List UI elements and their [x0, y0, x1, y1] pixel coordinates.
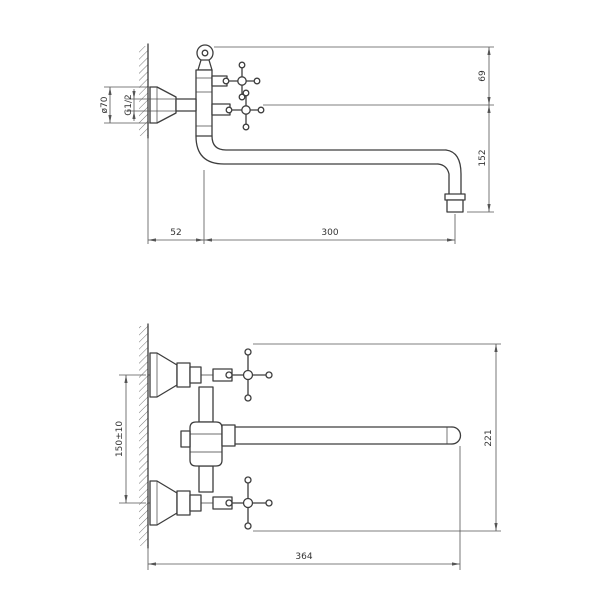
- dim-lower-height: 152: [467, 105, 494, 213]
- spout-nut: [221, 424, 236, 447]
- wall-escutcheon: [149, 86, 197, 124]
- dim-label-lower-height: 152: [478, 149, 488, 166]
- dim-overall-width: 364: [147, 446, 461, 570]
- dim-label-spout-reach: 300: [321, 228, 338, 238]
- dim-overall-height: 221: [253, 343, 501, 532]
- spout-front: [234, 426, 462, 445]
- side-view: ø70 G1/2 69 152 52: [100, 43, 494, 244]
- dim-label-thread-size: G1/2: [124, 94, 134, 115]
- escutcheon-top: [149, 352, 178, 398]
- dim-label-inlet-centers: 150±10: [115, 421, 125, 457]
- aerator: [446, 199, 464, 213]
- wall: [139, 43, 149, 139]
- dim-wall-offset: 52: [147, 138, 205, 244]
- cross-handle-upper: [211, 61, 261, 101]
- body-column: [180, 386, 236, 493]
- dim-upper-height: 69: [214, 46, 494, 106]
- aerator-flange: [444, 193, 466, 201]
- dim-label-wall-offset: 52: [170, 228, 181, 238]
- spout-side: [195, 135, 466, 213]
- wall: [139, 323, 149, 549]
- faucet-body: [195, 69, 213, 137]
- dim-label-flange-diameter: ø70: [100, 96, 110, 113]
- front-view: 150±10 221 364: [115, 323, 501, 570]
- diverter-knob: [180, 430, 191, 448]
- cross-handle-lower: [211, 89, 265, 131]
- dim-spout-reach: 300: [204, 214, 456, 244]
- dim-label-overall-width: 364: [295, 552, 312, 562]
- inlet-top: [149, 348, 273, 402]
- dim-label-overall-height: 221: [484, 429, 494, 446]
- diverter-body: [189, 421, 223, 467]
- dim-thread-size: G1/2: [124, 89, 176, 121]
- dim-label-upper-height: 69: [478, 70, 488, 82]
- shower-holder: [196, 44, 214, 71]
- cross-handle-bottom: [225, 476, 273, 530]
- cross-handle-top: [225, 348, 273, 402]
- dim-inlet-centers: 150±10: [115, 374, 146, 504]
- escutcheon-bottom: [149, 480, 178, 526]
- inlet-bottom: [149, 476, 273, 530]
- dim-flange-diameter: ø70: [100, 86, 150, 124]
